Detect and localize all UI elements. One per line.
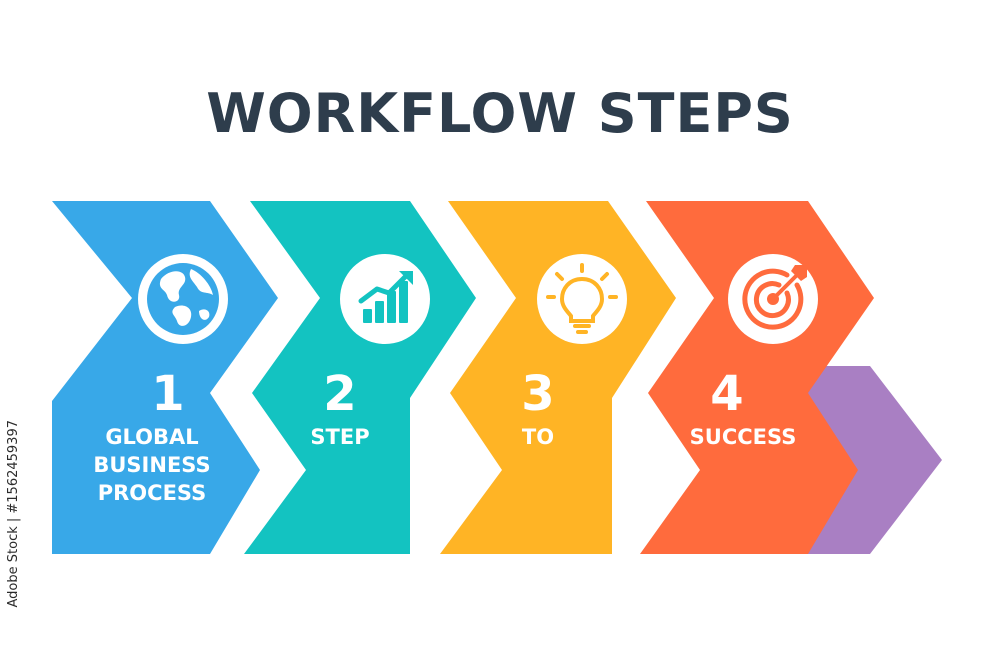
stock-id-container: Adobe Stock | #1562459397 (6, 420, 22, 620)
step-1-number: 1 (151, 366, 184, 422)
globe-icon (147, 263, 219, 335)
step-4-label: SUCCESS (690, 425, 797, 449)
step-3-number: 3 (521, 366, 554, 422)
page-title: WORKFLOW STEPS (206, 82, 794, 145)
step-2: 2 STEP (244, 201, 476, 554)
target-icon (742, 265, 807, 330)
step-1: 1 GLOBAL BUSINESS PROCESS (52, 201, 278, 554)
stock-id-text: Adobe Stock | #1562459397 (6, 420, 21, 608)
growth-chart-icon (358, 271, 413, 323)
step-4-number: 4 (710, 366, 743, 422)
step-1-label-line-3: PROCESS (98, 481, 206, 505)
step-2-label: STEP (310, 425, 369, 449)
step-2-icon-circle (340, 254, 430, 344)
step-3-chevron (440, 201, 676, 554)
lightbulb-icon (546, 263, 618, 334)
step-3: 3 TO (440, 201, 676, 554)
step-2-chevron (244, 201, 476, 554)
step-2-number: 2 (323, 366, 356, 422)
step-4: 4 SUCCESS (640, 201, 874, 554)
step-3-label: TO (522, 425, 554, 449)
step-1-label-line-1: GLOBAL (105, 425, 198, 449)
step-1-label-line-2: BUSINESS (93, 453, 210, 477)
